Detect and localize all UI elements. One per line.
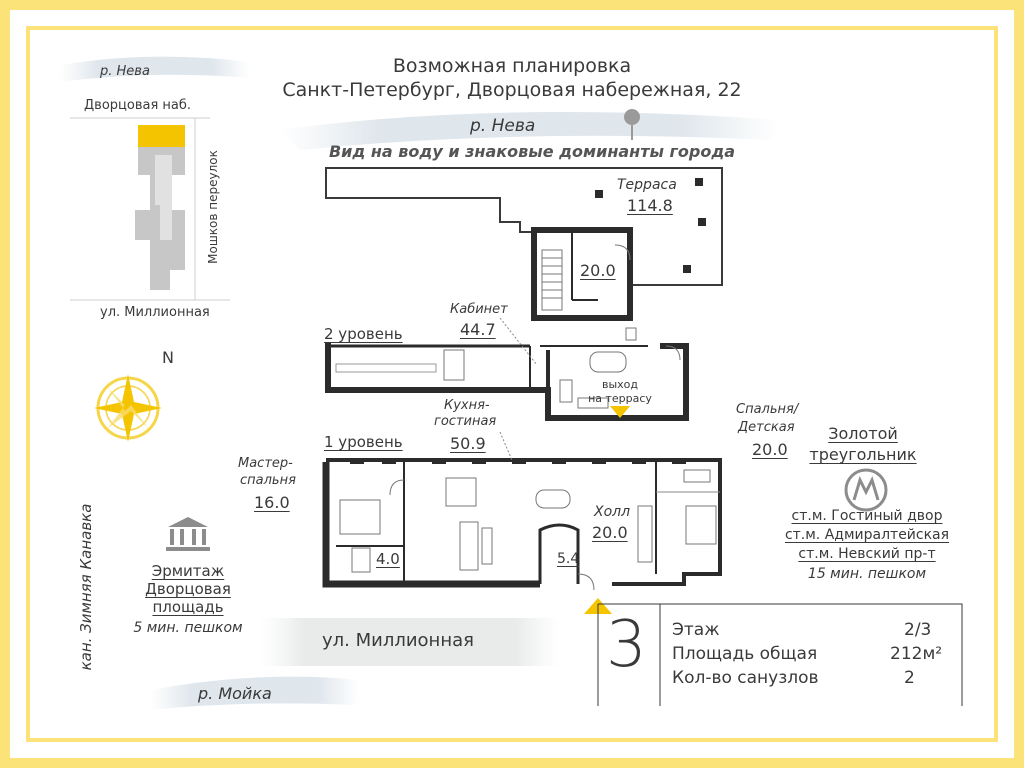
stair-room xyxy=(531,227,633,321)
millionnaya-street-label: ул. Миллионная xyxy=(322,630,474,651)
golden-triangle-line1: Золотой xyxy=(828,424,898,443)
museum-icon xyxy=(166,517,210,551)
north-label: N xyxy=(162,348,174,367)
minimap-street-label: ул. Миллионная xyxy=(100,305,210,320)
hermitage-walk-time: 5 мин. пешком xyxy=(133,620,243,636)
view-caption: Вид на воду и знаковые доминанты города xyxy=(328,142,736,161)
canal-label: кан. Зимняя Канавка xyxy=(77,503,95,671)
kitchen-label-line2: гостиная xyxy=(434,414,497,429)
minimap-lane-label: Мошков переулок xyxy=(205,150,220,264)
hermitage-line3: площадь xyxy=(152,598,224,616)
cabinet-area: 44.7 xyxy=(460,320,496,339)
info-floor-label: Этаж xyxy=(672,620,720,640)
kitchen-area: 50.9 xyxy=(450,434,486,453)
minimap-embankment-label: Дворцовая наб. xyxy=(84,98,192,113)
info-area-value: 212м² xyxy=(890,644,943,664)
moika-river-label: р. Мойка xyxy=(198,684,272,703)
storage-area: 5.4 xyxy=(557,551,580,567)
metro-station-1: ст.м. Гостиный двор xyxy=(791,508,943,524)
neva-main-river-shape xyxy=(280,112,780,150)
moika-river-shape xyxy=(150,676,360,710)
bedroom-area: 20.0 xyxy=(752,440,788,459)
terrace-exit-line2: на террасу xyxy=(588,392,652,405)
master-label-line1: Мастер- xyxy=(238,456,293,471)
info-box xyxy=(597,603,963,706)
terrace-outline xyxy=(325,167,723,286)
bathroom-area: 4.0 xyxy=(376,550,400,568)
cabinet-label: Кабинет xyxy=(450,302,508,317)
location-pin-icon xyxy=(624,109,640,140)
hall-label: Холл xyxy=(594,504,631,520)
neva-river-shape xyxy=(60,56,250,82)
plan-title: Возможная планировка xyxy=(392,55,632,77)
hall-area: 20.0 xyxy=(592,523,628,542)
master-area: 16.0 xyxy=(254,493,290,512)
level2-label: 2 уровень xyxy=(324,325,403,343)
terrace-area: 114.8 xyxy=(627,196,673,215)
metro-station-2: ст.м. Адмиралтейская xyxy=(784,527,950,543)
millionnaya-street-band xyxy=(260,618,560,666)
golden-triangle-line2: треугольник xyxy=(809,445,917,464)
apartment-number: 3 xyxy=(606,608,647,682)
kitchen-label-line1: Кухня- xyxy=(444,398,490,413)
metro-logo-icon xyxy=(844,468,888,512)
hermitage-line2: Дворцовая xyxy=(145,580,231,598)
hermitage-line1: Эрмитаж xyxy=(151,562,225,580)
terrace-exit-marker xyxy=(610,406,630,418)
terrace-exit-line1: выход xyxy=(601,378,638,391)
bedroom-label-line1: Спальня/ xyxy=(736,402,799,417)
location-minimap xyxy=(70,117,230,301)
level1-windows xyxy=(350,458,686,464)
master-label-line2: спальня xyxy=(240,473,296,488)
info-area-label: Площадь общая xyxy=(672,644,818,664)
terrace-columns xyxy=(595,178,706,273)
minimap-river-label: р. Нева xyxy=(100,64,150,79)
info-floor-value: 2/3 xyxy=(904,620,932,640)
terrace-label: Терраса xyxy=(617,177,677,193)
metro-station-3: ст.м. Невский пр-т xyxy=(798,546,936,562)
level2-plan xyxy=(325,327,689,421)
level1-plan xyxy=(322,458,722,591)
bedroom-label-line2: Детская xyxy=(738,420,795,435)
neva-river-label: р. Нева xyxy=(470,116,536,136)
level1-label: 1 уровень xyxy=(324,433,403,451)
stair-room-area: 20.0 xyxy=(580,261,616,280)
info-bathrooms-label: Кол-во санузлов xyxy=(672,668,819,688)
plan-address: Санкт-Петербург, Дворцовая набережная, 2… xyxy=(282,79,742,101)
metro-walk-time: 15 мин. пешком xyxy=(807,566,927,582)
compass-rose-icon xyxy=(94,374,162,442)
info-bathrooms-value: 2 xyxy=(904,668,915,688)
